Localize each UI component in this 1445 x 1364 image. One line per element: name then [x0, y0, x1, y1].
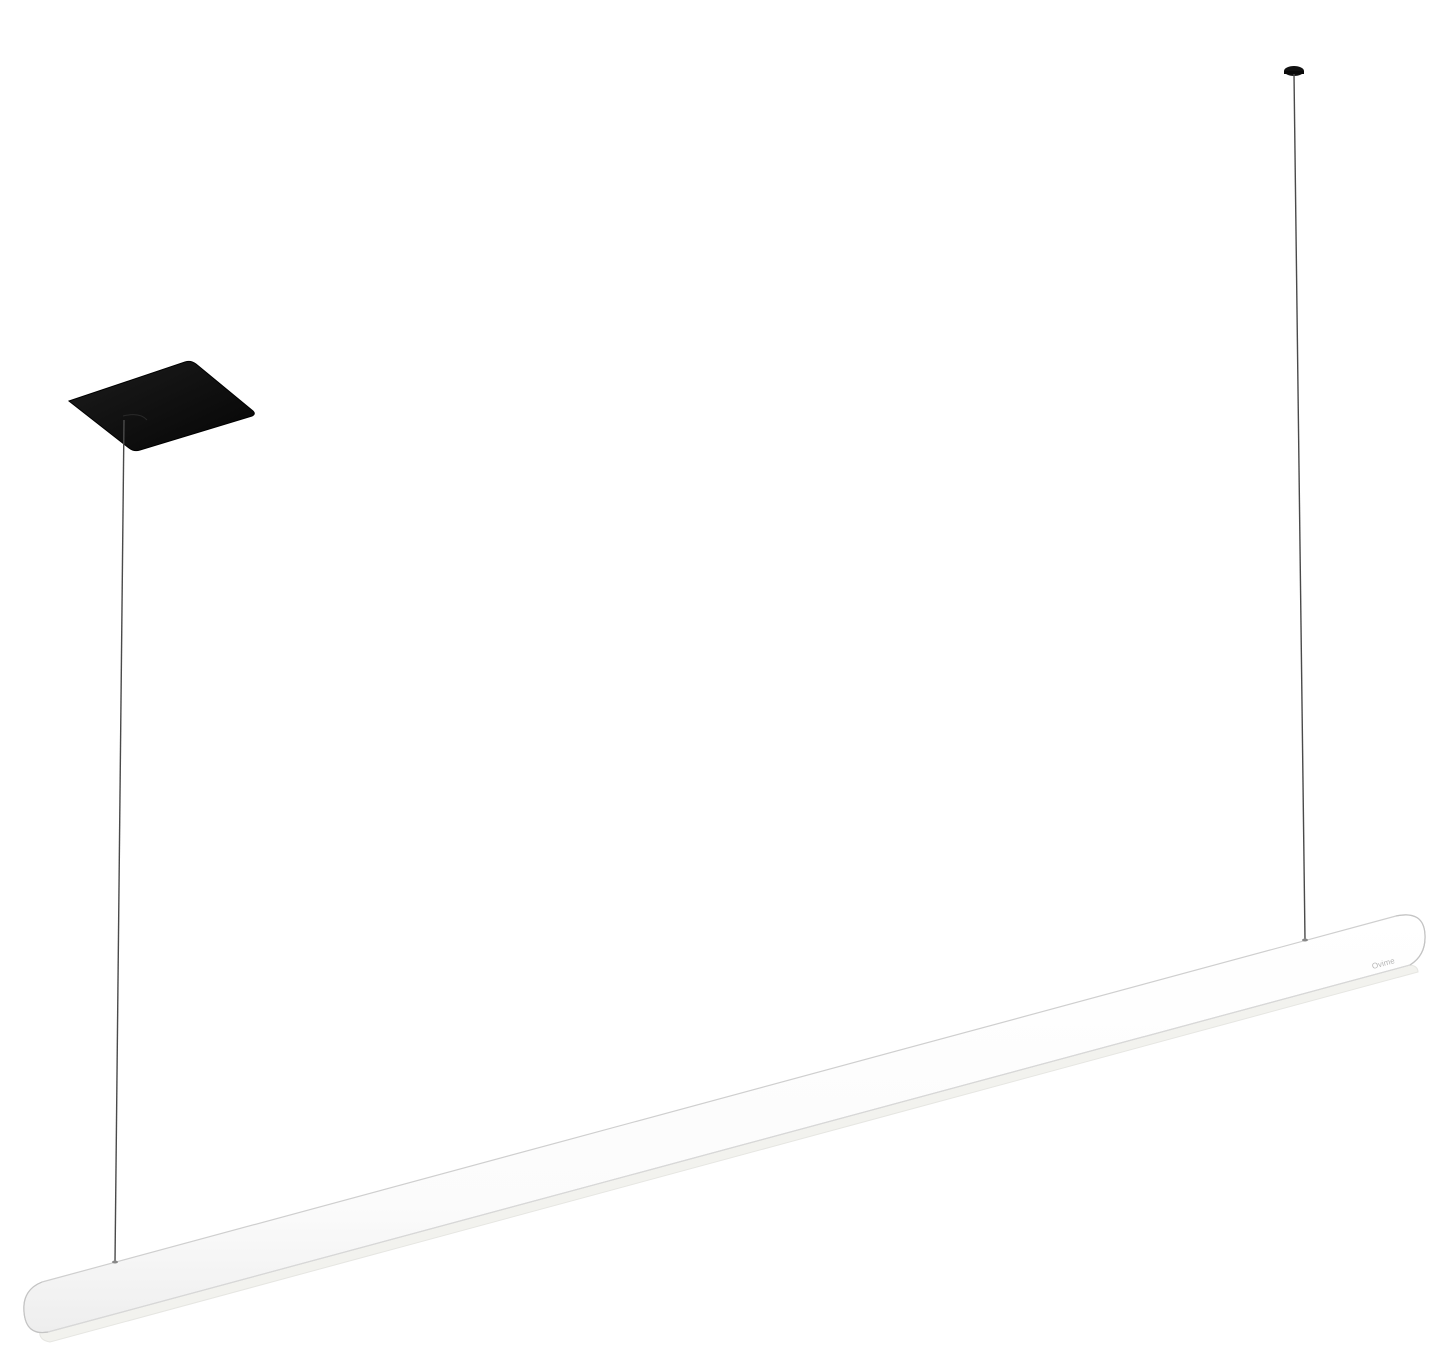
right-suspension-cable — [1293, 73, 1306, 941]
square-canopy — [67, 360, 255, 452]
left-suspension-cable — [114, 419, 125, 1263]
round-canopy — [1284, 66, 1304, 76]
linear-fixture — [23, 914, 1426, 1343]
